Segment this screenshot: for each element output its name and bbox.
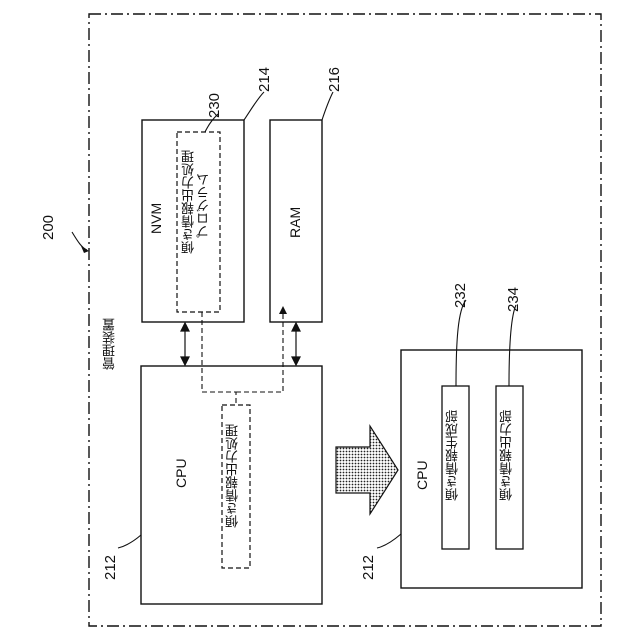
ref-200: 200 — [40, 215, 57, 240]
transition-arrow — [336, 426, 398, 514]
process-label: 傾き情報出力処理 — [227, 424, 242, 528]
ref-212-right: 212 — [360, 555, 377, 580]
ref-216: 216 — [326, 67, 343, 92]
device-label: 管理装置 — [104, 318, 119, 370]
leader-200-arrowhead — [81, 246, 89, 253]
program-label-line1: 傾き情報出力処理 — [182, 150, 197, 254]
nvm-label: NVM — [148, 203, 164, 234]
ram-label: RAM — [287, 207, 303, 238]
unit-234-label: 傾き情報出力部 — [501, 410, 516, 501]
cpu-right-label: CPU — [414, 460, 430, 490]
ref-214: 214 — [256, 67, 273, 92]
nvm-cpu-bus-arrow — [181, 323, 189, 365]
program-label-line2: プログラム — [197, 173, 212, 254]
ref-234: 234 — [505, 287, 522, 312]
program-label: 傾き情報出力処理 プログラム — [183, 150, 213, 254]
unit-232-label: 傾き情報生成部 — [447, 410, 462, 501]
ram-cpu-bus-arrow — [292, 323, 300, 365]
cpu-left-label: CPU — [173, 458, 189, 488]
ref-230: 230 — [206, 93, 223, 118]
ref-212-left: 212 — [102, 555, 119, 580]
ref-232: 232 — [452, 283, 469, 308]
